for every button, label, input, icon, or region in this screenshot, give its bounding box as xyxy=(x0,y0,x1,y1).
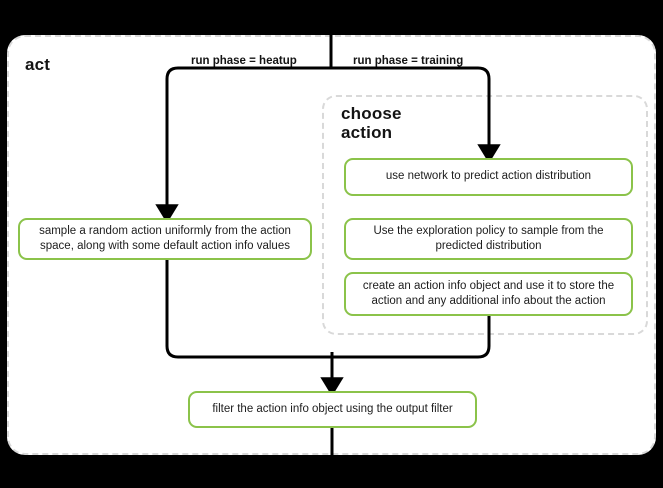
edge-label-training: run phase = training xyxy=(353,55,464,67)
group-label-choose-action-line2: action xyxy=(341,123,393,143)
node-create-action-info[interactable]: create an action info object and use it … xyxy=(344,272,633,316)
node-use-network-predict[interactable]: use network to predict action distributi… xyxy=(344,158,633,196)
group-label-act: act xyxy=(25,55,51,74)
group-label-choose-action-line1: choose xyxy=(341,104,402,123)
node-sample-random-action[interactable]: sample a random action uniformly from th… xyxy=(18,218,312,260)
edge-label-heatup: run phase = heatup xyxy=(191,55,297,67)
group-label-choose-action: choose action xyxy=(341,104,461,143)
node-exploration-policy[interactable]: Use the exploration policy to sample fro… xyxy=(344,218,633,260)
node-filter-output[interactable]: filter the action info object using the … xyxy=(188,391,477,428)
